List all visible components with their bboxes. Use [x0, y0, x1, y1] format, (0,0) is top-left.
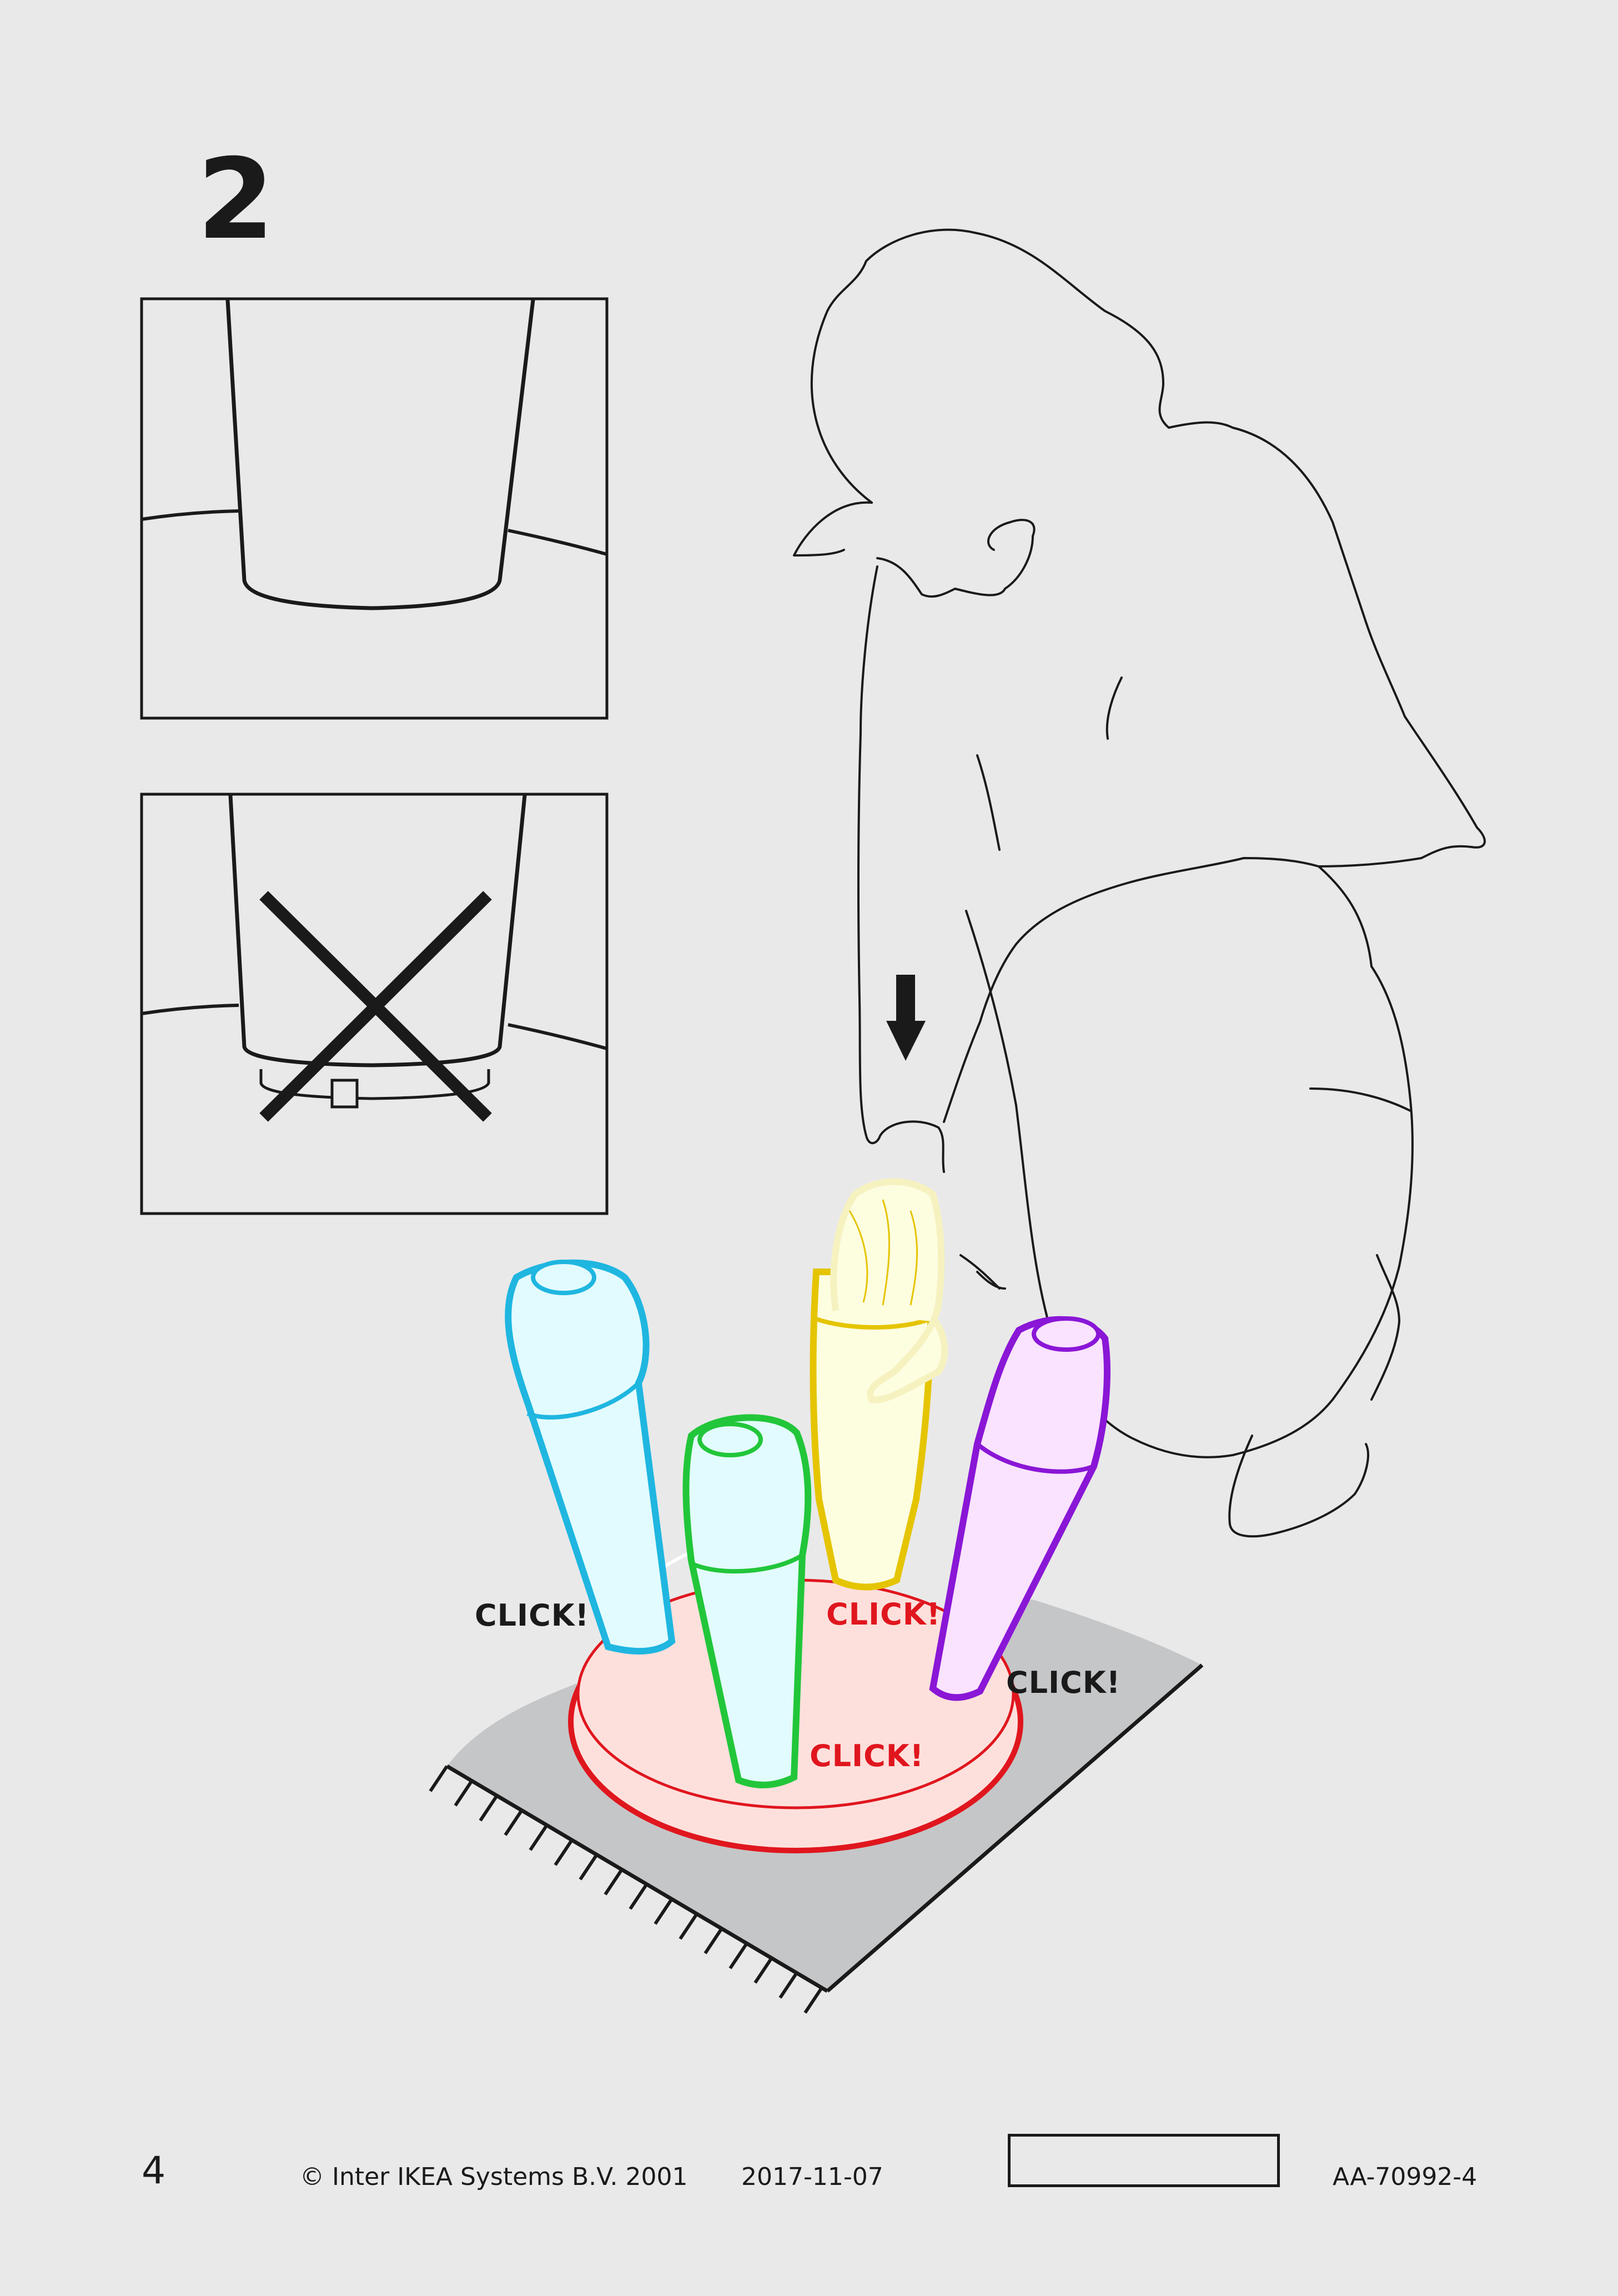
step-number: 2	[197, 144, 274, 255]
click-label-center: CLICK!	[826, 1600, 941, 1630]
click-label-left: CLICK!	[475, 1601, 589, 1631]
copyright-notice: © Inter IKEA Systems B.V. 2001	[300, 2165, 688, 2189]
page-number: 4	[142, 2152, 165, 2190]
detail-panel-incorrect	[142, 794, 607, 1214]
document-date: 2017-11-07	[741, 2165, 883, 2189]
arrow-down-icon	[886, 975, 926, 1061]
leg-cyan	[508, 1262, 672, 1651]
click-label-right: CLICK!	[1006, 1668, 1120, 1698]
click-label-bottom: CLICK!	[810, 1741, 924, 1771]
detail-panel-correct	[142, 299, 607, 718]
blank-label-box	[1008, 2134, 1280, 2187]
document-code: AA-70992-4	[1333, 2165, 1477, 2189]
